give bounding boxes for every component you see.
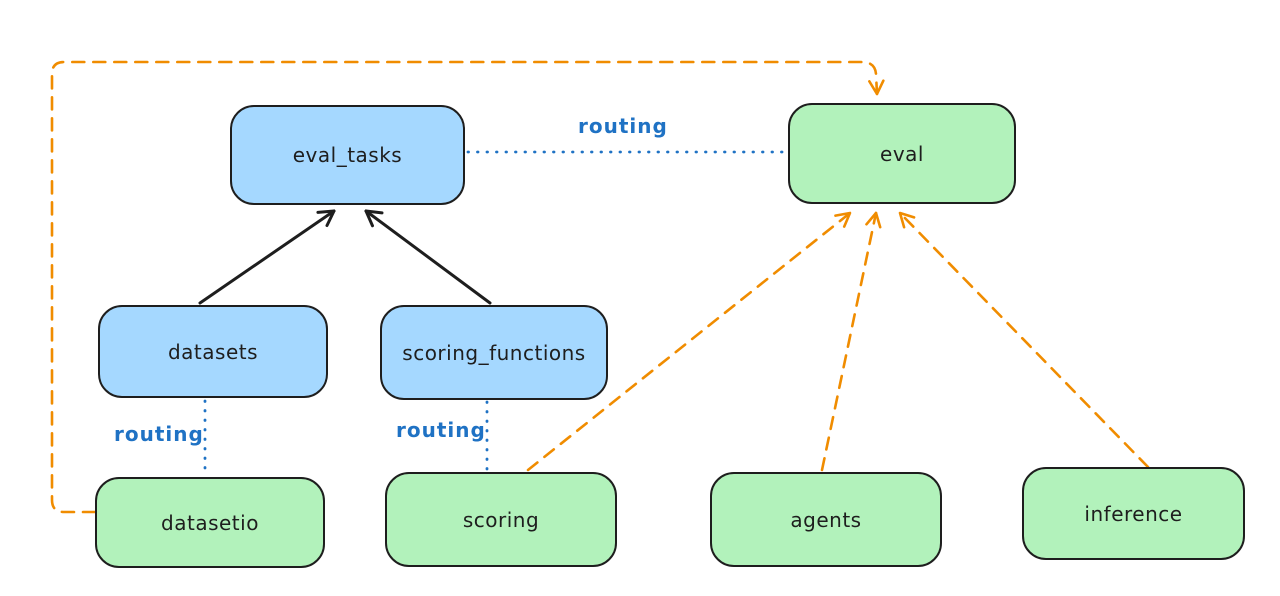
- routing-label-scoring-functions-scoring: routing: [396, 418, 486, 442]
- node-scoring-label: scoring: [462, 507, 540, 532]
- node-datasetio: datasetio: [95, 477, 325, 568]
- edge-agents-to-eval: [820, 211, 882, 472]
- edge-scoring-to-eval: [526, 211, 852, 472]
- node-inference: inference: [1022, 467, 1245, 560]
- node-scoring-functions: scoring_functions: [380, 305, 608, 400]
- node-eval: eval: [788, 103, 1016, 204]
- edge-datasetio-to-eval-loop: [50, 60, 885, 514]
- node-eval-tasks: eval_tasks: [230, 105, 465, 205]
- routing-label-eval-tasks-eval: routing: [578, 114, 668, 138]
- edge-inference-to-eval: [898, 211, 1150, 469]
- node-scoring: scoring: [385, 472, 617, 567]
- node-datasetio-label: datasetio: [161, 510, 259, 535]
- node-scoring-functions-label: scoring_functions: [402, 340, 586, 365]
- edge-scoring-functions-to-eval-tasks: [364, 209, 492, 305]
- node-eval-label: eval: [880, 141, 924, 166]
- node-eval-tasks-label: eval_tasks: [292, 143, 403, 167]
- node-agents-label: agents: [790, 507, 862, 532]
- node-inference-label: inference: [1084, 501, 1183, 526]
- node-datasets: datasets: [98, 305, 328, 398]
- edge-datasets-to-eval-tasks: [198, 209, 336, 305]
- routing-label-datasets-datasetio: routing: [114, 422, 204, 446]
- node-agents: agents: [710, 472, 942, 567]
- node-datasets-label: datasets: [167, 339, 259, 364]
